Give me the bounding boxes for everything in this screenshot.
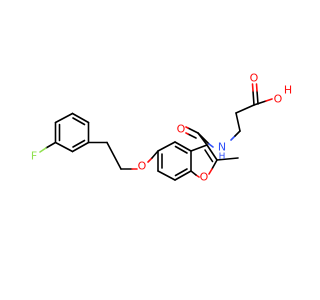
bond-cooh-oh-colored <box>265 98 273 102</box>
bond-ring2-double-2 <box>174 168 188 177</box>
bond-carbonyl-o-1-colored <box>185 126 189 129</box>
bond-ring1-double-1 <box>72 117 86 126</box>
molecule-svg: F O O O N H O O H <box>31 72 292 184</box>
atom-labels: F O O O N H O O H <box>31 72 292 184</box>
bond-ring1-f <box>54 112 74 124</box>
bond-ring2-a <box>157 141 176 152</box>
amide-hydrogen-label: H <box>219 152 226 162</box>
fluorophenyl-ring <box>54 112 90 153</box>
acid-hydroxyl-oxygen-label: O <box>274 93 283 106</box>
bond-ch2-cooh <box>235 104 255 114</box>
structure-diagram: F O O O N H O O H <box>31 72 292 184</box>
amide-nitrogen-label: N <box>218 141 226 154</box>
bond-o-ring2-colored <box>147 157 153 163</box>
bond-ring1-a <box>71 112 90 124</box>
acid-carbonyl-oxygen-label: O <box>250 72 259 85</box>
bond-carbonyl-o-2-colored <box>185 132 189 135</box>
bond-carbonyl-n-colored <box>208 143 214 148</box>
bond-c-f <box>45 141 57 149</box>
bond-n-ch2-colored <box>230 135 236 141</box>
bond-ch2-down <box>106 141 122 170</box>
ether-oxygen-label: O <box>138 160 147 173</box>
bond-c-f-colored <box>39 147 47 153</box>
acid-hydroxyl-hydrogen-label: H <box>284 84 292 97</box>
bond-furan-c3 <box>190 144 208 152</box>
bond-ring2-double-1 <box>174 145 188 154</box>
furan-ring <box>190 144 218 178</box>
bond-ring1-d <box>54 141 74 153</box>
bond-carbonyl-o-2 <box>187 133 197 139</box>
bond-cooh-o-double-1 <box>252 90 255 106</box>
bond-furan-c2-o-colored <box>208 168 213 175</box>
bond-n-ch2 <box>234 130 241 137</box>
bond-furan-o-c7a <box>190 170 197 176</box>
amide-oxygen-label: O <box>177 123 186 136</box>
bond-cooh-o-double-2 <box>256 90 259 105</box>
furan-oxygen-label: O <box>200 171 209 184</box>
benzofuran-benzene-ring <box>157 141 192 181</box>
bond-furan-c2c3 <box>206 144 218 161</box>
bond-ring2-b <box>174 141 192 152</box>
bond-ring1-double-2 <box>72 139 86 148</box>
bond-carbonyl-n <box>197 132 210 145</box>
bond-cooh-o-double-1-colored <box>251 83 254 92</box>
bond-ring2-e <box>157 170 176 181</box>
bond-furan-c2-o <box>211 159 218 170</box>
bond-cooh-o-double-2-colored <box>255 83 258 92</box>
bond-ring1-c <box>71 141 90 153</box>
bond-ch2-ch2 <box>235 112 241 132</box>
bond-cooh-oh <box>253 100 267 106</box>
bond-methyl <box>216 157 239 161</box>
bond-carbonyl-o-1 <box>187 127 199 134</box>
bond-furan-c2c3-double <box>204 149 214 163</box>
fluorine-label: F <box>31 150 37 163</box>
bond-o-ring2 <box>151 150 159 159</box>
bond-ring2-d <box>174 170 192 181</box>
